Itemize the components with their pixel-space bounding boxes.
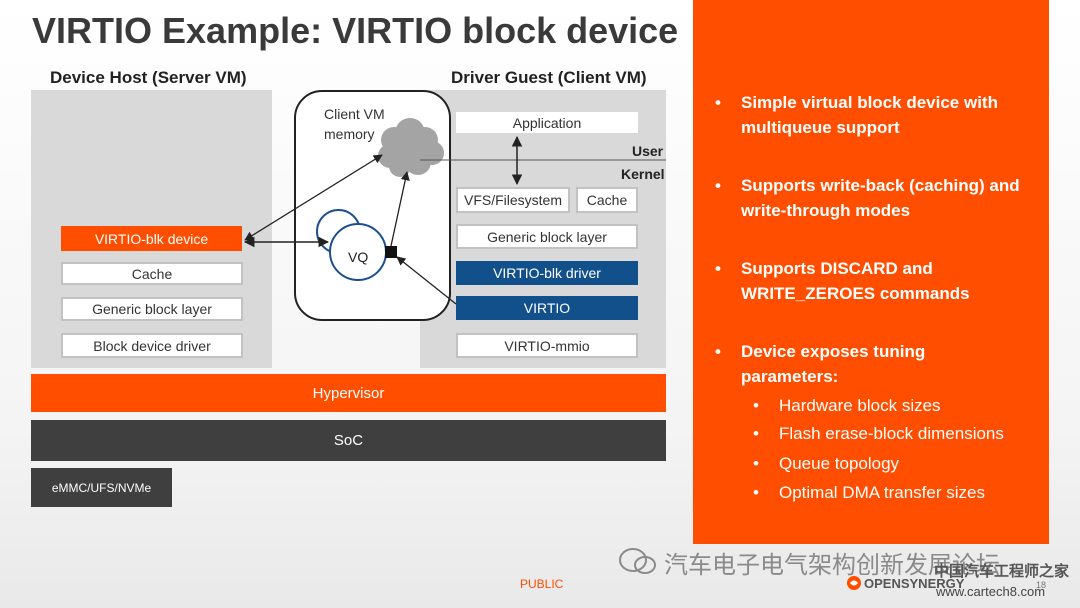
kernel-label: Kernel <box>621 166 665 182</box>
bullet-3: •Supports DISCARD and WRITE_ZEROES comma… <box>715 259 970 303</box>
host-cache-box: Cache <box>61 262 243 285</box>
virtio-blk-device-box: VIRTIO-blk device <box>61 226 242 251</box>
virtio-mmio-box: VIRTIO-mmio <box>456 333 638 358</box>
virtio-blk-driver-box: VIRTIO-blk driver <box>456 261 638 285</box>
user-label: User <box>632 143 664 159</box>
storage-box: eMMC/UFS/NVMe <box>31 468 172 507</box>
page-number: 18 <box>1036 580 1047 590</box>
client-vm-memory-label: Client VM memory <box>324 104 385 144</box>
bullet-1: •Simple virtual block device with multiq… <box>715 93 998 137</box>
host-heading: Device Host (Server VM) <box>50 68 247 87</box>
site-url: www.cartech8.com <box>936 584 1046 599</box>
sub-bullet-3: •Queue topology <box>753 454 900 473</box>
block-device-driver-box: Block device driver <box>61 333 243 358</box>
vfs-filesystem-box: VFS/Filesystem <box>456 187 570 213</box>
opensynergy-logo-text: OPENSYNERGY <box>864 576 965 591</box>
sub-bullet-4: •Optimal DMA transfer sizes <box>753 483 985 502</box>
bullet-2: •Supports write-back (caching) and write… <box>715 176 1020 220</box>
host-generic-block-layer-box: Generic block layer <box>61 297 243 321</box>
opensynergy-logo-icon <box>847 576 861 590</box>
vq-label: VQ <box>348 249 369 265</box>
hypervisor-bar: Hypervisor <box>31 374 666 412</box>
wechat-icon <box>619 548 656 574</box>
bullet-4: •Device exposes tuning parameters: <box>715 342 926 386</box>
guest-generic-block-layer-box: Generic block layer <box>456 224 638 249</box>
virtio-box: VIRTIO <box>456 296 638 320</box>
features-panel <box>693 0 1049 544</box>
guest-cache-box: Cache <box>576 187 638 213</box>
memory-label-line1: Client VM <box>324 106 385 122</box>
public-label: PUBLIC <box>520 577 564 591</box>
site-chinese-name: 中国汽车工程师之家 <box>934 563 1070 580</box>
sub-bullet-2: •Flash erase-block dimensions <box>753 424 1004 443</box>
page-title: VIRTIO Example: VIRTIO block device <box>32 10 679 51</box>
soc-bar: SoC <box>31 420 666 461</box>
application-box: Application <box>456 112 638 133</box>
memory-label-line2: memory <box>324 126 375 142</box>
sub-bullet-1: •Hardware block sizes <box>753 396 941 415</box>
watermark-text: 汽车电子电气架构创新发展论坛 <box>664 552 1000 579</box>
guest-heading: Driver Guest (Client VM) <box>451 68 647 87</box>
vq-notify-marker <box>385 246 397 258</box>
